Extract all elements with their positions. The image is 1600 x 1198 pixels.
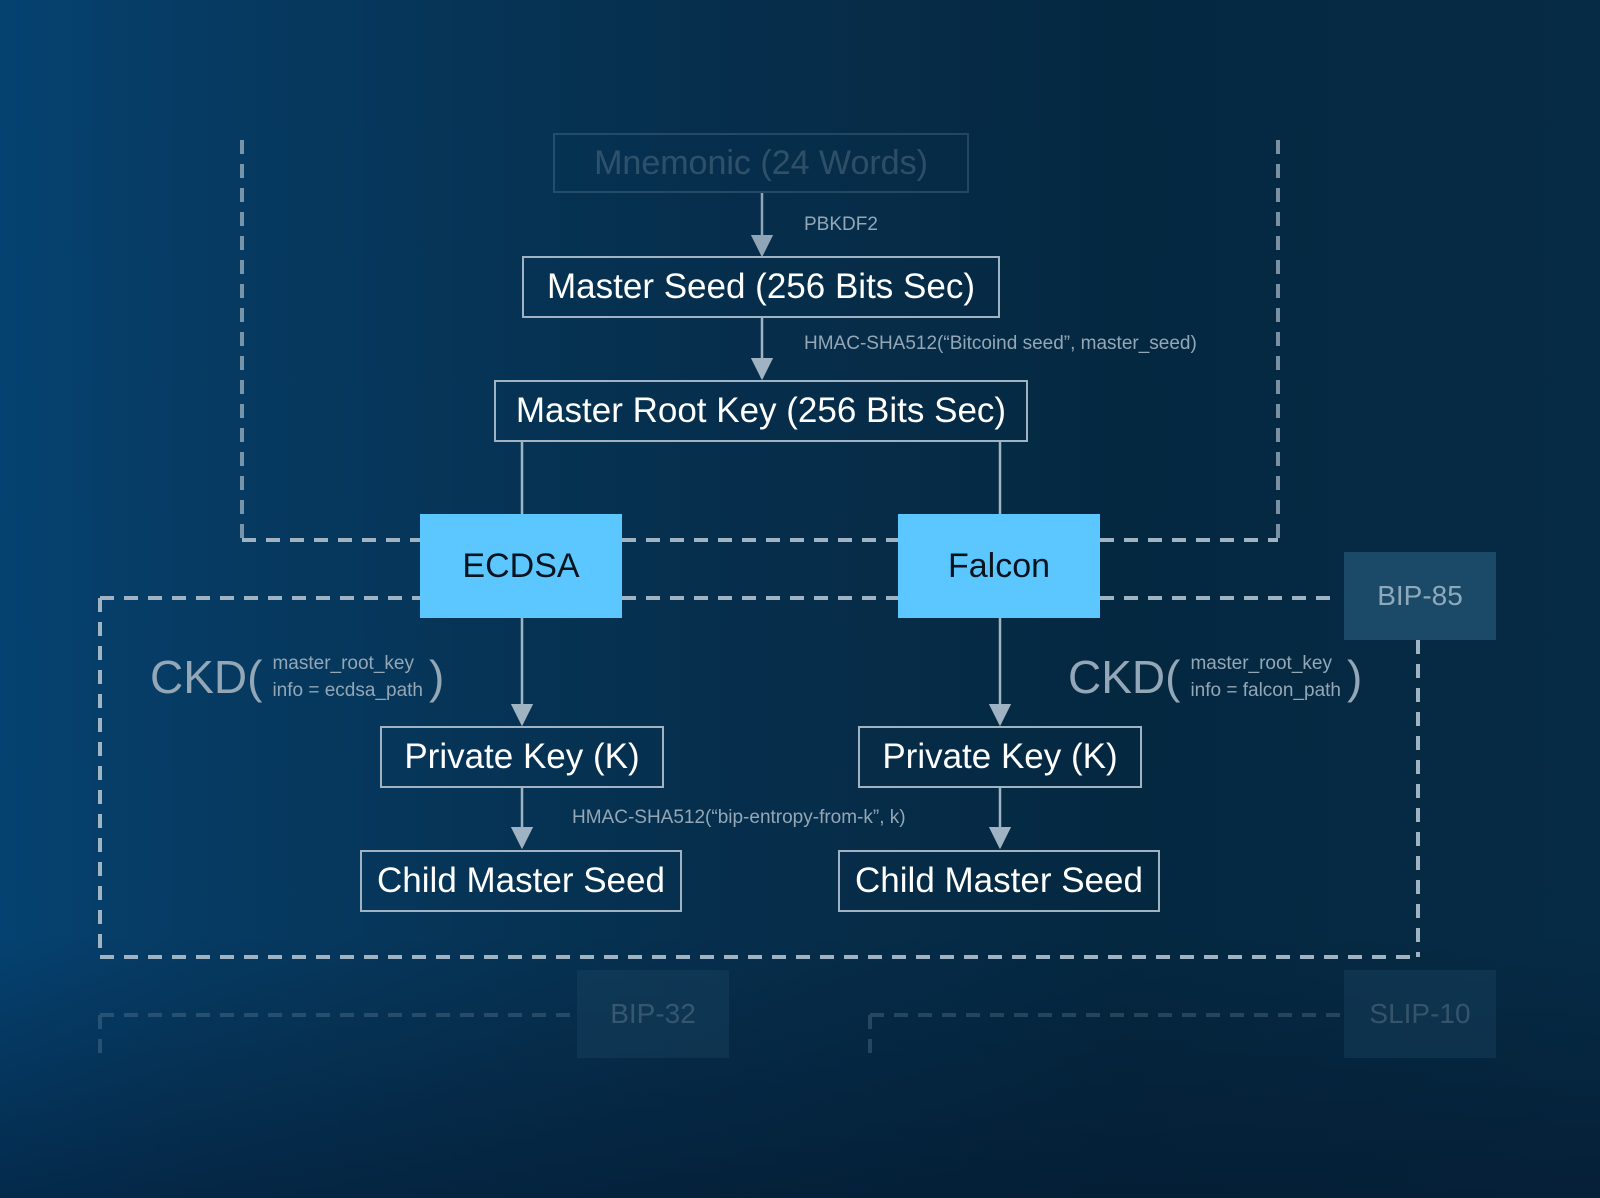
bip85-group-frame: [98, 596, 1420, 959]
ecdsa-node: ECDSA: [420, 514, 622, 618]
falcon-node: Falcon: [898, 514, 1100, 618]
child-master-seed-ecdsa-node: Child Master Seed: [360, 850, 682, 912]
ckd-ecdsa-formula: CKD( master_root_key info = ecdsa_path ): [150, 650, 444, 704]
bip32-tag: BIP-32: [577, 970, 729, 1058]
hmac-seed-label: HMAC-SHA512(“Bitcoind seed”, master_seed…: [804, 333, 1197, 354]
top-group-frame: [240, 140, 1280, 542]
ckd-close-paren: ): [429, 651, 445, 703]
slip10-tag: SLIP-10: [1344, 970, 1496, 1058]
master-seed-node: Master Seed (256 Bits Sec): [522, 256, 1000, 318]
private-key-ecdsa-node: Private Key (K): [380, 726, 664, 788]
master-root-key-node: Master Root Key (256 Bits Sec): [494, 380, 1028, 442]
mnemonic-node: Mnemonic (24 Words): [553, 133, 969, 193]
ckd-arg-key: master_root_key: [1190, 653, 1332, 674]
ckd-close-paren: ): [1347, 651, 1363, 703]
ckd-falcon-formula: CKD( master_root_key info = falcon_path …: [1068, 650, 1362, 704]
ckd-function-name: CKD(: [1068, 651, 1181, 703]
ckd-function-name: CKD(: [150, 651, 263, 703]
ckd-arg-info: info = falcon_path: [1190, 680, 1341, 701]
pbkdf2-label: PBKDF2: [804, 214, 878, 235]
child-master-seed-falcon-node: Child Master Seed: [838, 850, 1160, 912]
bottom-group-frames: [98, 1013, 1345, 1060]
ckd-arg-key: master_root_key: [272, 653, 414, 674]
bip85-tag: BIP-85: [1344, 552, 1496, 640]
ckd-arg-info: info = ecdsa_path: [272, 680, 423, 701]
hmac-entropy-label: HMAC-SHA512(“bip-entropy-from-k”, k): [572, 807, 906, 828]
private-key-falcon-node: Private Key (K): [858, 726, 1142, 788]
